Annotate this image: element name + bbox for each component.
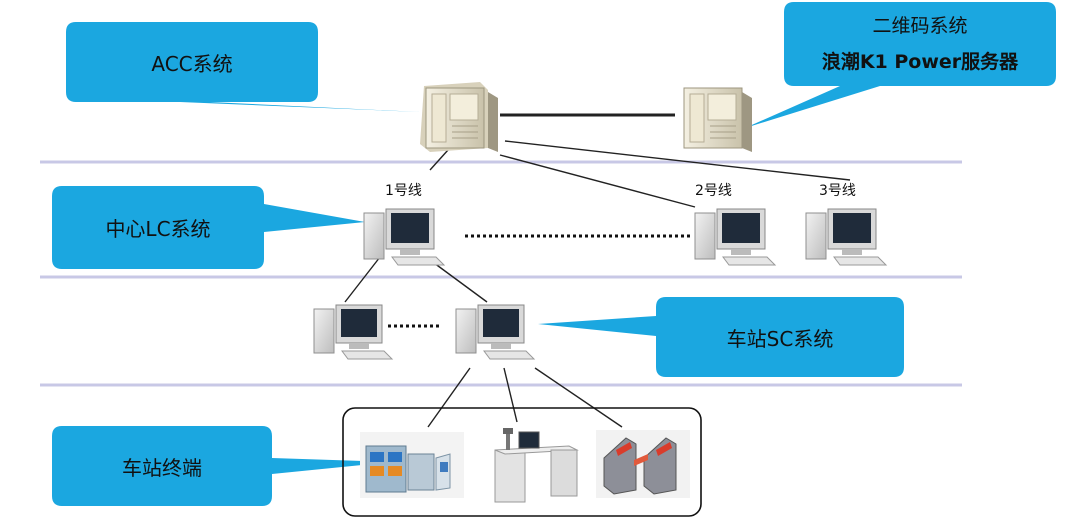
line1-label: 1号线: [385, 183, 422, 199]
sc-pc-left-icon: [313, 304, 394, 360]
ticket-vending-machine-icon: [360, 432, 464, 498]
sc-pc-main-icon: [455, 304, 536, 360]
lc-callout: [52, 186, 365, 269]
lc-line1-pc-icon: [363, 208, 446, 266]
qr-callout-subtitle: 浪潮K1 Power服务器: [821, 50, 1019, 73]
qr-server-icon: [683, 87, 752, 152]
lc-line2-pc-icon: [694, 208, 777, 266]
line3-label: 3号线: [819, 183, 856, 199]
station-workstation-desk-icon: [494, 428, 579, 503]
acc-callout: [66, 22, 420, 112]
sc-callout: [538, 297, 904, 377]
terminal-group-box: [342, 407, 702, 517]
lc-line3-pc-icon: [805, 208, 888, 266]
acc-server-icon: [420, 82, 498, 152]
qr-callout: [745, 2, 1056, 128]
fare-gate-icon: [596, 430, 690, 498]
sc-callout-label: 车站SC系统: [726, 326, 834, 351]
terminal-callout-label: 车站终端: [122, 455, 202, 480]
connections: [344, 113, 851, 428]
acc-callout-label: ACC系统: [151, 51, 233, 76]
lc-callout-label: 中心LC系统: [105, 217, 211, 241]
terminal-callout: [52, 426, 392, 506]
qr-callout-title: 二维码系统: [872, 14, 968, 37]
line2-label: 2号线: [695, 183, 732, 199]
